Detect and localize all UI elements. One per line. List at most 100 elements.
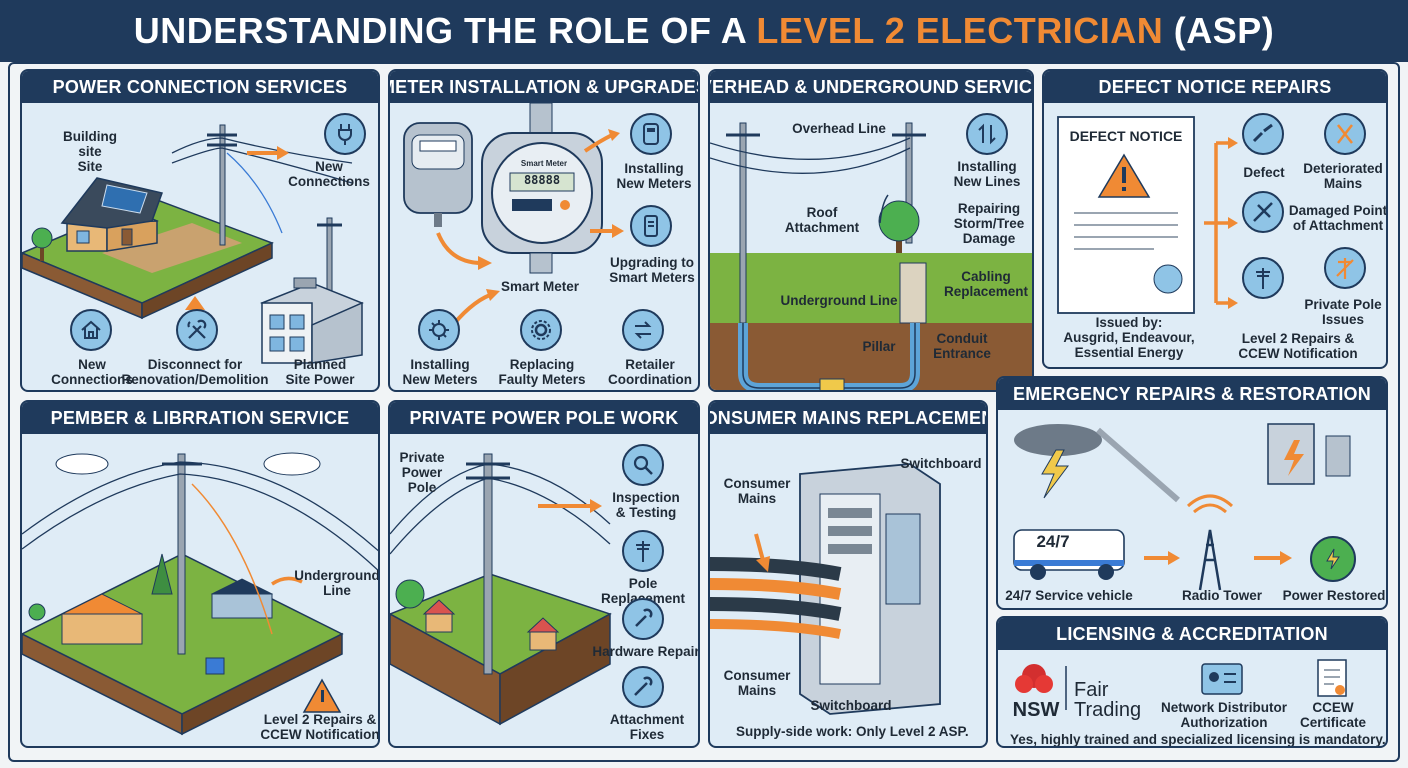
plug-icon [324, 113, 366, 155]
damaged-label: Damaged Point of Attachment [1288, 203, 1388, 233]
panel-header: OVERHEAD & UNDERGROUND SERVICES [710, 71, 1032, 103]
defect-illustration [1057, 116, 1238, 314]
van-text: 24/7 [1036, 532, 1070, 551]
fair-trading-line1: Fair [1074, 679, 1109, 701]
network-label: Network Distributor Authorization [1160, 700, 1287, 730]
pember-illustration [22, 452, 378, 736]
defect-repairs-label: Level 2 Repairs & CCEW Notification [1238, 331, 1358, 361]
disconnect-label: Disconnect for Renovation/Demolition [121, 357, 269, 387]
tools-icon [176, 309, 218, 351]
conduit-label: Conduit Entrance [933, 331, 991, 361]
smart-meter-label: Smart Meter [500, 279, 580, 294]
damaged-attachment-icon [1242, 191, 1284, 233]
private-pole-panel: PRIVATE POWER POLE WORK Private Power Po… [388, 400, 700, 748]
panel-header: DEFECT NOTICE REPAIRS [1044, 71, 1386, 103]
planned-label: Planned Site Power [285, 357, 355, 387]
banner: UNDERSTANDING THE ROLE OF A LEVEL 2 ELEC… [0, 0, 1408, 62]
switchboard-top-label: Switchboard [900, 456, 982, 471]
gear-icon [520, 309, 562, 351]
hardware-repair-label: Hardware Repair [592, 644, 700, 659]
up-down-icon [966, 113, 1008, 155]
underground-line-label: Underground Line [294, 568, 380, 598]
magnifier-icon [622, 444, 664, 486]
panel-header: EMERGENCY REPAIRS & RESTORATION [998, 378, 1386, 410]
service-vehicle-label: 24/7 Service vehicle [1005, 588, 1133, 603]
nsw-logo: NSW [1012, 699, 1060, 721]
consumer-panel: CONSUMER MAINS REPLACEMENT Switchboard C… [708, 400, 988, 748]
consumer-illustration [710, 463, 941, 715]
meter-screen-label: Smart Meter [520, 159, 568, 168]
replacing-label: Replacing Faulty Meters [498, 357, 586, 387]
supply-side-note: Supply-side work: Only Level 2 ASP. [736, 724, 969, 739]
meter-panel: METER INSTALLATION & UPGRADES Smart Mete… [388, 69, 700, 392]
overhead-panel: OVERHEAD & UNDERGROUND SERVICES Overhead… [708, 69, 1034, 392]
consumer-mains-bottom-label: Consumer Mains [723, 668, 791, 698]
spanner-icon [622, 666, 664, 708]
inspection-label: Inspection & Testing [612, 490, 680, 520]
defect-panel: DEFECT NOTICE REPAIRS DEFECT NOTICE Defe… [1042, 69, 1388, 369]
panel-header: CONSUMER MAINS REPLACEMENT [710, 402, 986, 434]
power-connection-illustration [22, 124, 364, 364]
title-prefix: UNDERSTANDING THE ROLE OF A [133, 10, 757, 51]
licensing-panel: LICENSING & ACCREDITATION NSW Fair Tradi… [996, 616, 1388, 748]
repairing-label: Repairing Storm/Tree Damage [953, 201, 1025, 246]
wrench-icon [622, 598, 664, 640]
title-suffix: (ASP) [1163, 10, 1275, 51]
defect-label: Defect [1243, 165, 1285, 180]
outer-frame [8, 62, 1400, 762]
pember-panel: PEMBER & LIBRRATION SERVICE Underground … [20, 400, 380, 748]
page-title: UNDERSTANDING THE ROLE OF A LEVEL 2 ELEC… [134, 10, 1275, 52]
radio-tower-label: Radio Tower [1181, 588, 1262, 603]
panel-header: PEMBER & LIBRRATION SERVICE [22, 402, 378, 434]
private-pole-icon [1324, 247, 1366, 289]
panel-header: METER INSTALLATION & UPGRADES [390, 71, 698, 103]
overhead-line-label: Overhead Line [792, 121, 886, 136]
overhead-illustration [710, 122, 1032, 390]
meter-icon [630, 113, 672, 155]
lightning-icon [1310, 536, 1356, 582]
licensing-note: Yes, highly trained and specialized lice… [1010, 732, 1386, 747]
gear-wrench-icon [418, 309, 460, 351]
pole-icon [622, 530, 664, 572]
house-icon [70, 309, 112, 351]
title-accent: LEVEL 2 ELECTRICIAN [756, 10, 1164, 51]
new-connections-top-label: New Connections [288, 159, 370, 189]
switchboard-bottom-label: Switchboard [810, 698, 892, 713]
pillar-label: Pillar [862, 339, 896, 354]
pole-icon [1242, 257, 1284, 299]
licensing-illustration [1015, 659, 1347, 710]
deteriorated-mains-icon [1324, 113, 1366, 155]
private-pole-label: Private Pole Issues [1304, 297, 1382, 327]
defect-notice-title: DEFECT NOTICE [1069, 128, 1183, 144]
installing-top-label: Installing New Meters [616, 161, 692, 191]
installing-bottom-label: Installing New Meters [402, 357, 478, 387]
retailer-label: Retailer Coordination [608, 357, 692, 387]
panel-header: PRIVATE POWER POLE WORK [390, 402, 698, 434]
private-pole-label: Private Power Pole [399, 450, 445, 495]
private-pole-illustration [390, 453, 612, 726]
arrows-exchange-icon [622, 309, 664, 351]
new-connections-label: New Connections [51, 357, 133, 387]
meter-illustration [403, 103, 624, 333]
underground-line-label: Underground Line [780, 293, 898, 308]
ccew-label: CCEW Certificate [1299, 700, 1367, 730]
meter-reading: 88888 [523, 173, 561, 187]
consumer-mains-top-label: Consumer Mains [723, 476, 791, 506]
power-restored-label: Power Restored [1282, 588, 1386, 603]
fair-trading-line2: Trading [1074, 699, 1142, 721]
cabling-label: Cabling Replacement [943, 269, 1029, 299]
upgrading-label: Upgrading to Smart Meters [609, 255, 695, 285]
roof-attachment-label: Roof Attachment [784, 205, 860, 235]
attachment-fixes-label: Attachment Fixes [609, 712, 685, 742]
panel-header: LICENSING & ACCREDITATION [998, 618, 1386, 650]
emergency-illustration [1013, 423, 1351, 591]
building-site-label: Building site Site [63, 129, 117, 174]
panel-header: POWER CONNECTION SERVICES [22, 71, 378, 103]
installing-lines-label: Installing New Lines [953, 159, 1021, 189]
issued-label: Issued by: Ausgrid, Endeavour, Essential… [1063, 315, 1195, 360]
broken-pipe-icon [1242, 113, 1284, 155]
pember-repairs-label: Level 2 Repairs & CCEW Notification [260, 712, 380, 742]
deteriorated-label: Deteriorated Mains [1303, 161, 1383, 191]
emergency-panel: EMERGENCY REPAIRS & RESTORATION 24/7 24/… [996, 376, 1388, 610]
power-connection-panel: POWER CONNECTION SERVICES [20, 69, 380, 392]
